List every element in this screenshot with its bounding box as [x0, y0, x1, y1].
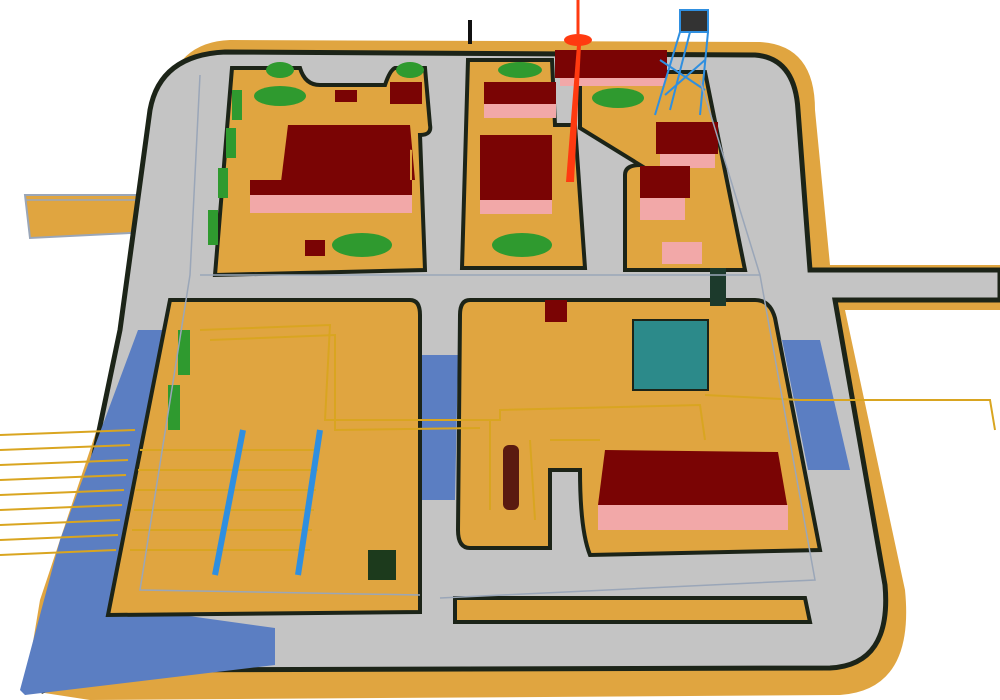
control-room [632, 319, 709, 391]
water-tower [654, 9, 709, 116]
building-b5 [640, 166, 690, 198]
water-zone-left [20, 330, 275, 695]
warehouse-main [250, 125, 415, 212]
water-zone-middle [412, 355, 458, 500]
manifolds [212, 429, 323, 576]
flare-stack [564, 0, 592, 182]
small-hut [390, 82, 422, 104]
building-b4 [656, 122, 718, 154]
warehouse-wall [250, 195, 412, 213]
building-b2 [480, 135, 552, 200]
building-large-shed [598, 450, 788, 510]
perimeter-fence [139, 74, 816, 599]
building-b3 [555, 50, 667, 78]
green-patches [168, 62, 644, 430]
pipe-racks [0, 323, 996, 556]
block-bottom-strip [453, 596, 813, 624]
building-b1 [484, 82, 556, 104]
buildings [250, 50, 788, 580]
block-bottom-left [105, 298, 422, 618]
water-zone-right [782, 340, 850, 470]
